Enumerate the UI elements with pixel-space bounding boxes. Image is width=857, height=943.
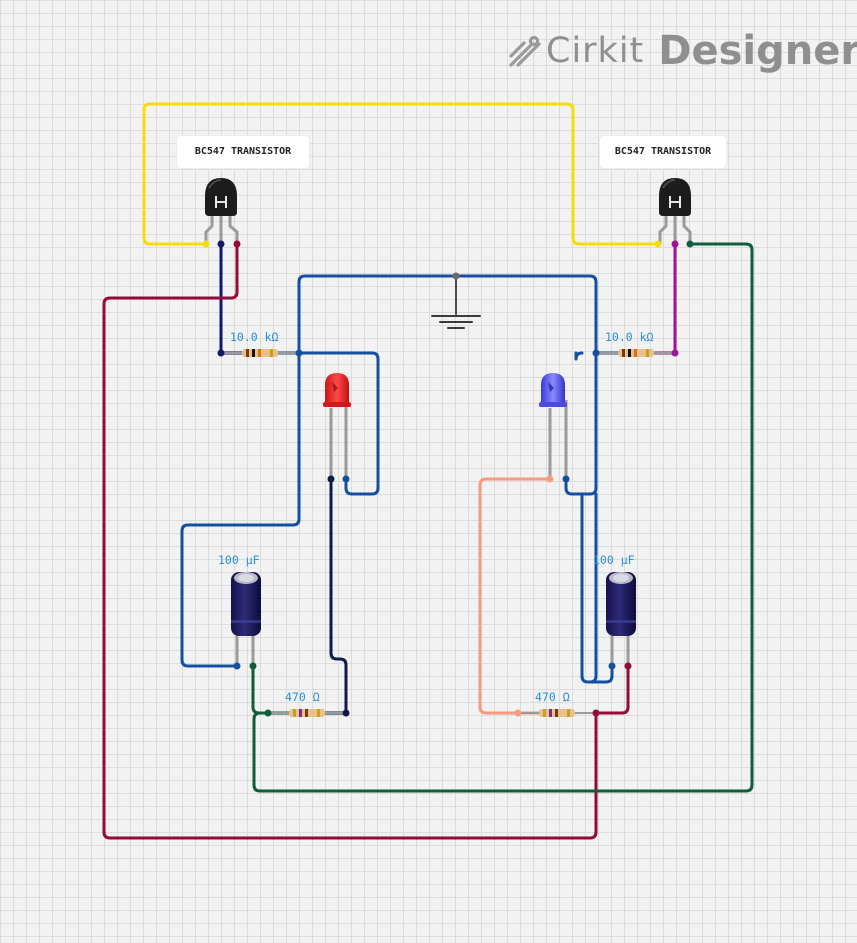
wire-green[interactable] [251,242,754,793]
brand-name: Cirkit [546,31,645,71]
junction-dots [202,240,694,717]
transistor-right-label: BC547 TRANSISTOR [600,136,726,168]
resistor-base-right-value: 10.0 kΩ [605,330,654,344]
capacitor-left-value: 100 µF [218,553,260,567]
wire-salmon[interactable] [478,477,552,715]
ground-terminal[interactable] [452,272,460,280]
resistor-load-right[interactable] [518,709,596,717]
brand-product: Designer [658,28,857,74]
wire-blue-cap-left[interactable] [180,351,301,668]
ground-symbol-icon[interactable] [431,315,481,329]
capacitor-right[interactable] [606,572,636,666]
resistor-base-left-value: 10.0 kΩ [230,330,279,344]
wire-crimson[interactable] [102,242,630,840]
led-blue[interactable] [539,373,568,479]
transistor-left[interactable] [204,178,239,244]
capacitor-right-value: 100 µF [593,553,635,567]
transistor-right[interactable] [658,178,692,244]
brand-logo: Cirkit Designer [508,28,857,74]
resistor-load-left-value: 470 Ω [285,690,320,704]
wire-blue-left[interactable] [276,351,380,496]
wire-purple[interactable] [653,242,677,355]
wire-dark-navy[interactable] [324,477,348,715]
wire-blue-ground[interactable] [297,274,598,496]
wire-yellow[interactable] [142,102,660,246]
capacitor-left[interactable] [231,572,261,666]
resistor-load-left[interactable] [268,709,346,717]
led-red[interactable] [323,373,351,479]
resistor-base-left[interactable] [221,349,299,357]
cirkit-logo-icon [509,35,541,67]
transistor-left-label: BC547 TRANSISTOR [177,136,309,168]
resistor-load-right-value: 470 Ω [535,690,570,704]
resistor-base-right[interactable] [596,349,675,357]
